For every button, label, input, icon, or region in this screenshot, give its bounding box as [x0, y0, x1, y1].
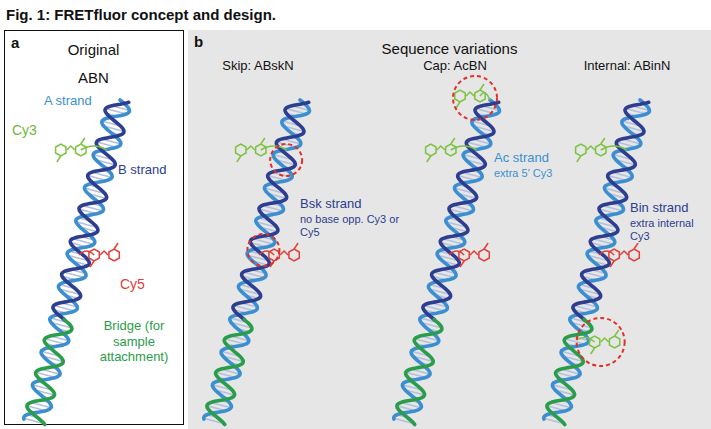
- dye-chain: [591, 348, 595, 354]
- panel-heading: ABN: [5, 69, 182, 87]
- dye-ring: [56, 144, 66, 156]
- dye-ring: [455, 90, 465, 102]
- dye-ring: [609, 336, 619, 348]
- dye-chain: [577, 156, 581, 162]
- dye-chain: [484, 243, 488, 249]
- panel-letter: b: [194, 33, 203, 51]
- dye-chain: [615, 330, 619, 336]
- dye-chain: [466, 92, 474, 96]
- variant-heading: Cap: AcBN: [395, 58, 515, 74]
- dye-chain: [470, 251, 478, 255]
- dye-chain: [100, 251, 108, 255]
- panel-box: aOriginalABN: [4, 30, 184, 425]
- dye-chain: [601, 338, 609, 342]
- strand-label: Ac strand: [494, 150, 549, 166]
- dye-chain: [114, 243, 118, 249]
- dna-strand: [233, 102, 309, 319]
- dye-chain: [480, 84, 484, 90]
- dye-ring: [576, 144, 586, 156]
- dye-chain: [280, 251, 288, 255]
- dye-chain: [67, 146, 75, 150]
- dye-chain: [456, 102, 460, 108]
- dye-ring: [459, 249, 469, 261]
- dye-linker: [599, 251, 614, 255]
- dye-ring: [596, 144, 606, 156]
- dye-chain: [57, 156, 61, 162]
- dye-chain: [587, 146, 595, 150]
- dye-chain: [261, 138, 265, 144]
- dye-ring: [446, 144, 456, 156]
- dna-strand: [423, 102, 499, 319]
- dye-ring: [609, 249, 619, 261]
- dye-chain: [437, 146, 445, 150]
- variant-heading: Skip: ABskN: [198, 58, 318, 74]
- strand-label: Bsk strand: [300, 196, 361, 212]
- variation-marker: [453, 76, 497, 120]
- dye-ring: [269, 249, 279, 261]
- dye-ring: [76, 144, 86, 156]
- dye-ring: [629, 249, 639, 261]
- dye-chain: [634, 243, 638, 249]
- dye-ring: [589, 336, 599, 348]
- bridge-label: Bridge (for sample attachment): [88, 318, 180, 365]
- strand-note: extra internal Cy3: [630, 217, 704, 243]
- dye-label: Cy3: [12, 122, 37, 139]
- dye-label: Cy5: [120, 276, 145, 293]
- variant-heading: Internal: ABinN: [565, 58, 689, 74]
- dye-ring: [475, 90, 485, 102]
- strand-label: B strand: [118, 162, 166, 178]
- dye-chain: [427, 156, 431, 162]
- dye-chain: [620, 251, 628, 255]
- dna-strand: [397, 320, 442, 425]
- dye-ring: [236, 144, 246, 156]
- panel-letter: a: [11, 34, 19, 52]
- figure-title: Fig. 1: FRETfluor concept and design.: [6, 6, 276, 24]
- dna-strand: [547, 320, 592, 425]
- dye-ring: [289, 249, 299, 261]
- variation-marker: [577, 318, 625, 366]
- dye-chain: [81, 138, 85, 144]
- strand-note: no base opp. Cy3 or Cy5: [300, 213, 400, 239]
- dna-strand: [207, 320, 252, 425]
- dye-chain: [237, 156, 241, 162]
- strand-label: Bin strand: [630, 200, 689, 216]
- dye-linker: [449, 251, 464, 255]
- dye-chain: [601, 138, 605, 144]
- panel-heading: Original: [5, 41, 182, 59]
- dye-ring: [256, 144, 266, 156]
- dye-chain: [90, 261, 94, 267]
- panel-heading: Sequence variations: [188, 40, 711, 58]
- variation-marker: [247, 234, 279, 266]
- dye-chain: [451, 138, 455, 144]
- dna-strand: [27, 320, 72, 425]
- dye-ring: [479, 249, 489, 261]
- dye-chain: [610, 261, 614, 267]
- dye-ring: [109, 249, 119, 261]
- dna-strand: [53, 102, 129, 319]
- dye-chain: [460, 261, 464, 267]
- dye-ring: [89, 249, 99, 261]
- dye-linker: [259, 251, 274, 255]
- strand-label: A strand: [44, 93, 92, 109]
- strand-note: extra 5′ Cy3: [494, 167, 552, 180]
- variation-marker: [270, 144, 302, 176]
- dye-ring: [426, 144, 436, 156]
- dye-linker: [79, 251, 94, 255]
- dye-chain: [294, 243, 298, 249]
- dye-chain: [247, 146, 255, 150]
